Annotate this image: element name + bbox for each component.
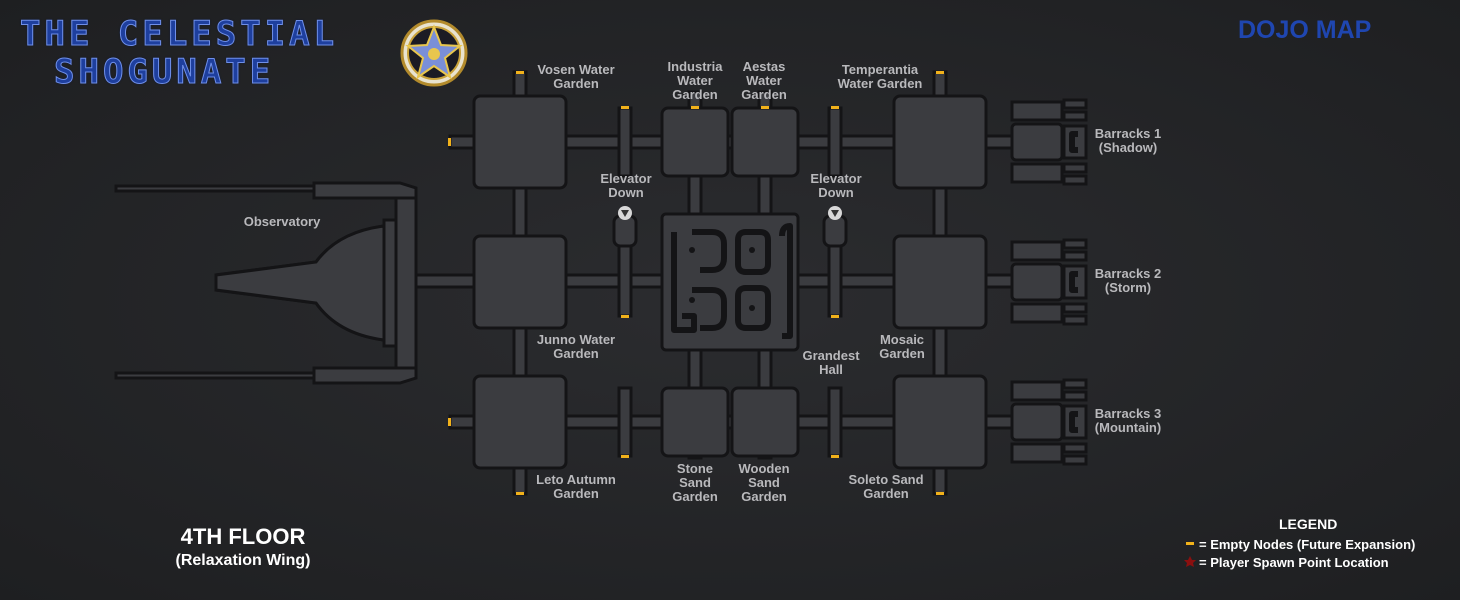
- label-aestas-water-garden: Aestas Water Garden: [741, 59, 787, 102]
- observatory-room: [114, 181, 418, 385]
- label-barracks-2: Barracks 2 (Storm): [1094, 266, 1162, 295]
- legend-empty-node-icon: [1186, 542, 1194, 545]
- empty-node: [448, 138, 451, 146]
- grandest-hall-room: [660, 212, 800, 352]
- empty-nodes: [448, 71, 944, 495]
- floor-subtitle: (Relaxation Wing): [175, 552, 311, 569]
- wooden-sand-garden-room: [730, 386, 800, 458]
- leto-autumn-garden-room: [472, 374, 568, 470]
- label-junno-water-garden: Junno Water Garden: [536, 332, 616, 361]
- label-temperantia-water-garden: Temperantia Water Garden: [837, 62, 923, 91]
- empty-node: [621, 315, 629, 318]
- barracks-3-room: [1010, 378, 1088, 466]
- legend-title: LEGEND: [1279, 516, 1338, 532]
- empty-node: [516, 71, 524, 74]
- shogunate-title-line2: SHOGUNATE: [53, 52, 275, 92]
- barracks-2-room: [1010, 238, 1088, 326]
- label-wooden-sand-garden: Wooden Sand Garden: [738, 461, 790, 504]
- mosaic-garden-room: [892, 234, 988, 330]
- temperantia-water-garden-room: [892, 94, 988, 190]
- industria-water-garden-room: [660, 106, 730, 178]
- label-observatory: Observatory: [243, 214, 321, 229]
- label-elevator-down-right: Elevator Down: [810, 171, 862, 200]
- label-vosen-water-garden: Vosen Water Garden: [537, 62, 615, 91]
- label-elevator-down-left: Elevator Down: [600, 171, 652, 200]
- label-stone-sand-garden: Stone Sand Garden: [672, 461, 718, 504]
- dojo-map-title: DOJO MAP: [1238, 16, 1372, 44]
- label-barracks-1: Barracks 1 (Shadow): [1094, 126, 1162, 155]
- empty-node: [621, 106, 629, 109]
- empty-node: [516, 492, 524, 495]
- label-barracks-3: Barracks 3 (Mountain): [1094, 406, 1162, 435]
- empty-node: [448, 418, 451, 426]
- empty-node: [761, 106, 769, 109]
- shogunate-emblem: [400, 19, 468, 87]
- elevator-right: [822, 206, 848, 248]
- vosen-water-garden-room: [472, 94, 568, 190]
- empty-node: [936, 492, 944, 495]
- empty-node: [621, 455, 629, 458]
- label-industria-water-garden: Industria Water Garden: [667, 59, 723, 102]
- floor-name: 4TH FLOOR: [180, 524, 306, 549]
- shogunate-title-line1: THE CELESTIAL: [19, 14, 339, 54]
- legend-spawn-star-icon: [1184, 556, 1196, 567]
- elevator-left: [612, 206, 638, 248]
- legend-empty-nodes: = Empty Nodes (Future Expansion): [1199, 537, 1416, 552]
- label-leto-autumn-garden: Leto Autumn Garden: [536, 472, 616, 501]
- empty-node: [831, 455, 839, 458]
- label-mosaic-garden: Mosaic Garden: [879, 332, 925, 361]
- label-soleto-sand-garden: Soleto Sand Garden: [848, 472, 924, 501]
- empty-node: [691, 106, 699, 109]
- barracks-1-room: [1010, 98, 1088, 186]
- label-grandest-hall: Grandest Hall: [802, 348, 860, 377]
- aestas-water-garden-room: [730, 106, 800, 178]
- junno-water-garden-room: [472, 234, 568, 330]
- empty-node: [831, 106, 839, 109]
- soleto-sand-garden-room: [892, 374, 988, 470]
- empty-node: [936, 71, 944, 74]
- stone-sand-garden-room: [660, 386, 730, 458]
- legend-spawn-point: = Player Spawn Point Location: [1199, 555, 1389, 570]
- empty-node: [831, 315, 839, 318]
